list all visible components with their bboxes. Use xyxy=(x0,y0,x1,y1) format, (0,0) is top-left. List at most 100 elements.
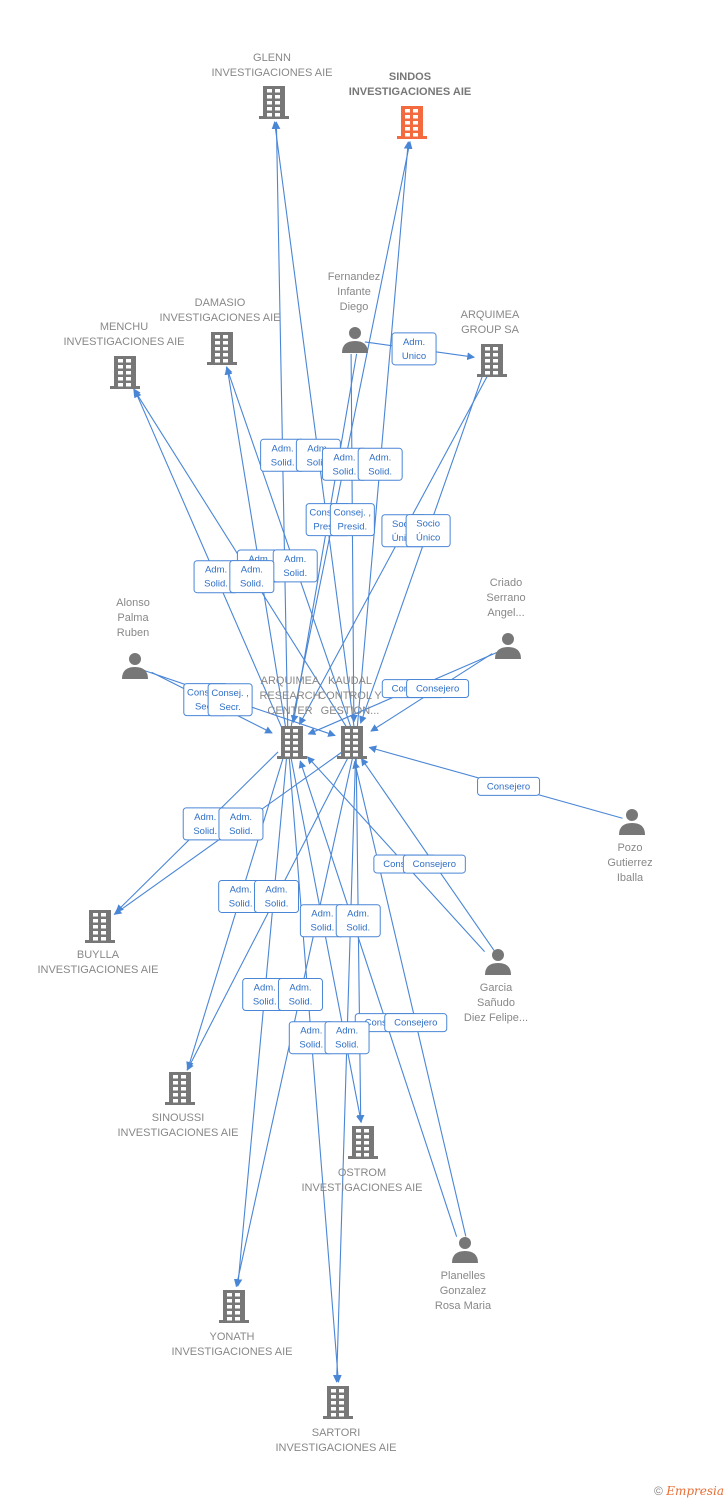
edge-badge-label: Socio xyxy=(416,519,440,530)
building-icon xyxy=(323,1386,353,1419)
node-label: Criado xyxy=(490,577,522,589)
edge-arquimea_rc-menchu xyxy=(134,389,283,730)
building-icon xyxy=(110,356,140,389)
edge-badge-label: Presid. xyxy=(338,522,368,533)
edge-badge[interactable]: Adm.Solid. xyxy=(324,1021,370,1055)
node-label: INVESTIGACIONES AIE xyxy=(171,1346,292,1358)
person-icon xyxy=(495,633,521,659)
edge-kaudal-glenn xyxy=(271,121,355,729)
edge-kaudal-ostrom xyxy=(355,755,365,1123)
edge-badge[interactable]: Consejero xyxy=(384,1013,448,1033)
edge-badge-label: Adm. xyxy=(230,812,252,823)
edge-badge[interactable]: Adm.Solid. xyxy=(299,904,345,938)
node-label: Planelles xyxy=(441,1270,486,1282)
edge-badge-label: Adm. xyxy=(248,554,270,565)
edge-badge-label: Solid. xyxy=(265,899,289,910)
edge-badge-label: Solid. xyxy=(306,457,330,468)
node-label: INVESTIGACIONES AIE xyxy=(159,312,280,324)
edge-badge-label: Solid. xyxy=(229,898,253,909)
edge-badge[interactable]: Adm.Solid. xyxy=(253,880,299,914)
edge-badge[interactable]: Adm.Solid. xyxy=(335,904,381,938)
node-label: INVESTIGACIONES AIE xyxy=(275,1442,396,1454)
edge-badge[interactable]: Adm.Solid. xyxy=(357,447,403,481)
edge-badge-label: Adm. xyxy=(230,884,252,895)
edge-badge[interactable]: Consej. ,Presid. xyxy=(329,503,375,537)
building-icon xyxy=(85,910,115,943)
node-label: INVESTIGACIONES AIE xyxy=(37,964,158,976)
edge-badge-label: Adm. xyxy=(254,983,276,994)
edge-badge-label: Adm. xyxy=(403,337,425,348)
edge-fernandez-kaudal xyxy=(349,353,358,723)
person-icon xyxy=(485,949,511,975)
edge-badge-label: Solid. xyxy=(240,579,264,590)
node-label: GESTION... xyxy=(321,705,380,717)
edge-planelles-kaudal xyxy=(352,760,467,1237)
building-icon xyxy=(337,726,367,759)
node-label: Gonzalez xyxy=(440,1285,486,1297)
edge-badge-label: Solid. xyxy=(271,457,295,468)
edge-arquimea_group-kaudal xyxy=(359,373,484,724)
edge-badge[interactable]: Consejero xyxy=(477,776,541,796)
edge-badge[interactable]: Consejero xyxy=(402,854,466,874)
node-label: Angel... xyxy=(487,607,524,619)
edge-badge[interactable]: Consejero xyxy=(406,678,470,698)
edge-badge-label: Consejero xyxy=(413,859,456,870)
edge-badge-label: Unico xyxy=(402,351,426,362)
edge-badge-label: Consej. , xyxy=(187,688,225,699)
edge-arquimea_rc-glenn xyxy=(272,121,289,729)
edge-badge[interactable]: Adm.Solid. xyxy=(229,560,275,594)
edge-kaudal-damasio xyxy=(225,366,352,729)
edge-badge-label: Adm. xyxy=(311,909,333,920)
node-label: KAUDAL xyxy=(328,675,372,687)
edge-badge-label: Consejero xyxy=(487,781,530,792)
edge-badge[interactable]: Adm.Solid. xyxy=(277,978,323,1012)
building-icon xyxy=(165,1072,195,1105)
building-icon xyxy=(207,332,237,365)
brand-logo[interactable]: Empresia xyxy=(666,1484,724,1498)
node-criado[interactable]: CriadoSerranoAngel... xyxy=(486,577,526,659)
edge-badge[interactable]: Adm. Solid. xyxy=(260,438,306,472)
node-label: CENTER xyxy=(267,705,312,717)
node-label: INVESTIGACIONES AIE xyxy=(301,1182,422,1194)
edge-badge-label: Adm. xyxy=(272,443,294,454)
node-label: ARQUIMEA xyxy=(461,309,520,321)
edge-badge[interactable]: Adm.Solid. xyxy=(218,807,264,841)
node-label: Serrano xyxy=(486,592,525,604)
edge-arquimea_group-arquimea_rc xyxy=(299,372,490,726)
edge-badge[interactable]: Adm. Unico xyxy=(391,332,437,366)
edge-arquimea_rc-sartori xyxy=(288,755,342,1383)
edge-badge-label: Solid. xyxy=(346,923,370,934)
edge-badge-label: Adm. xyxy=(284,554,306,565)
node-label: INVESTIGACIONES AIE xyxy=(117,1127,238,1139)
edge-badge[interactable]: Consej. ,Secr. xyxy=(207,683,253,717)
edge-arquimea_rc-ostrom xyxy=(290,755,364,1124)
person-icon xyxy=(452,1237,478,1263)
person-icon xyxy=(619,809,645,835)
edge-kaudal-sartori xyxy=(332,755,357,1383)
edge-badge[interactable]: Adm.Solid. xyxy=(321,447,367,481)
building-icon xyxy=(277,726,307,759)
edge-badge-label: Solid. xyxy=(283,568,307,579)
edge-badge[interactable]: Adm. Solid. xyxy=(272,549,318,583)
node-label: Sañudo xyxy=(477,997,515,1009)
